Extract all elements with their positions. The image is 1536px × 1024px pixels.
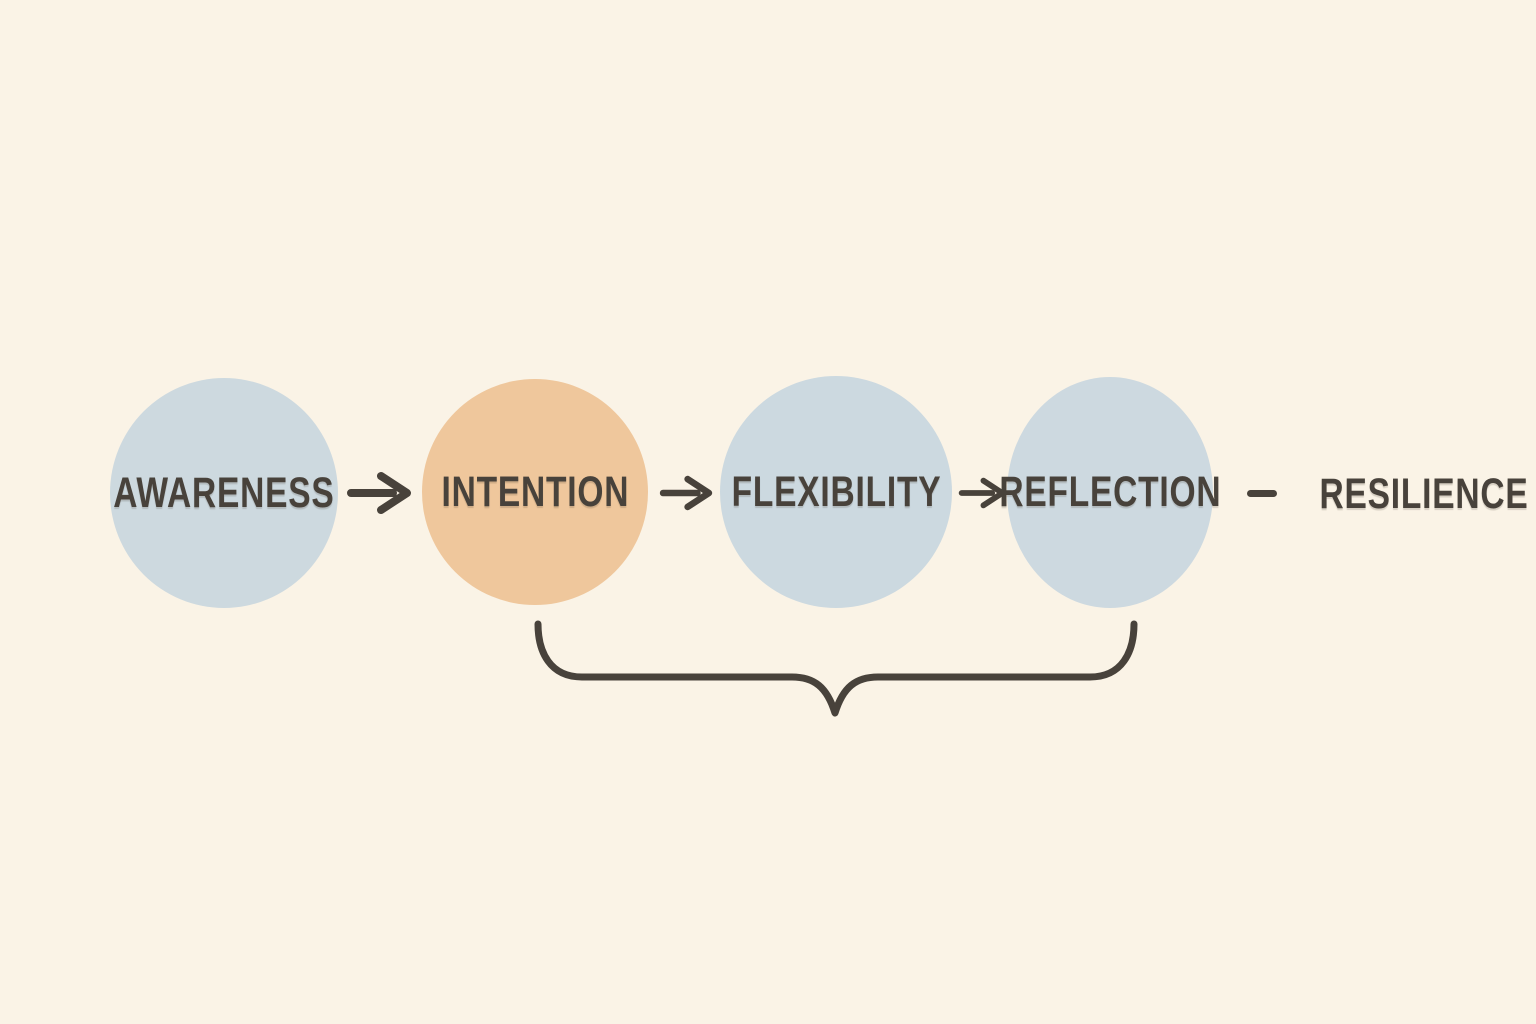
right-arrow-icon bbox=[347, 472, 411, 514]
step-circle-awareness: AWARENESS bbox=[110, 378, 338, 608]
step-circle-intention: INTENTION bbox=[422, 379, 648, 605]
outcome: RESILIENCE bbox=[1290, 470, 1527, 519]
step-label-intention: INTENTION bbox=[441, 467, 629, 516]
step-label-reflection: REFLECTION bbox=[998, 468, 1222, 516]
step-circle-flexibility: FLEXIBILITY bbox=[720, 376, 952, 608]
step-circle-reflection: REFLECTION bbox=[999, 377, 1220, 608]
outcome-label: RESILIENCE bbox=[1319, 470, 1529, 518]
right-arrow-icon bbox=[958, 477, 1006, 509]
step-label-awareness: AWARENESS bbox=[113, 468, 335, 517]
step-label-flexibility: FLEXIBILITY bbox=[731, 467, 941, 516]
right-arrow-icon bbox=[659, 475, 713, 511]
dash-icon bbox=[1247, 490, 1277, 497]
